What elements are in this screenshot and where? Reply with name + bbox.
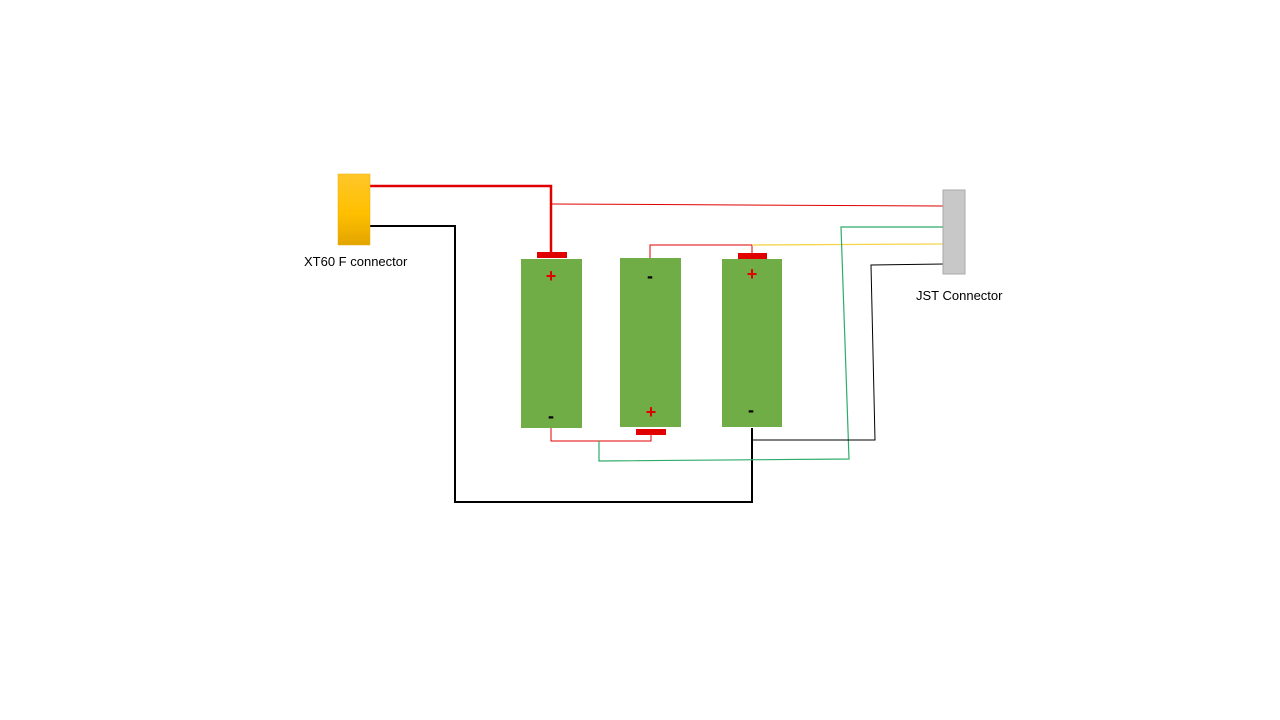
wire-main-negative <box>370 225 753 503</box>
cell-3-top-sign: + <box>747 264 758 284</box>
cell-2-top-sign: - <box>647 266 653 286</box>
jst-connector: JST Connector <box>916 189 1003 303</box>
cell-1-top-sign: + <box>546 266 557 286</box>
battery-cell-1: + - <box>521 252 582 428</box>
wire-main-positive <box>370 184 553 253</box>
battery-cell-3: + - <box>722 253 782 427</box>
cell-2-bottom-sign: + <box>646 402 657 422</box>
wires <box>370 184 945 503</box>
wire-balance-black <box>752 263 945 441</box>
battery-cell-2: - + <box>620 258 681 435</box>
positive-terminal <box>537 252 567 258</box>
cell-1-bottom-sign: - <box>548 406 554 426</box>
wire-balance-green <box>598 226 944 462</box>
cell-3-bottom-sign: - <box>748 400 754 420</box>
xt60-connector: XT60 F connector <box>304 173 408 269</box>
wire-series-bottom <box>550 428 652 442</box>
xt60-label: XT60 F connector <box>304 254 408 269</box>
wire-balance-red <box>550 203 945 207</box>
jst-label: JST Connector <box>916 288 1003 303</box>
positive-terminal <box>636 429 666 435</box>
positive-terminal <box>738 253 767 259</box>
wire-series-top <box>649 244 753 258</box>
wire-balance-yellow <box>751 243 945 246</box>
